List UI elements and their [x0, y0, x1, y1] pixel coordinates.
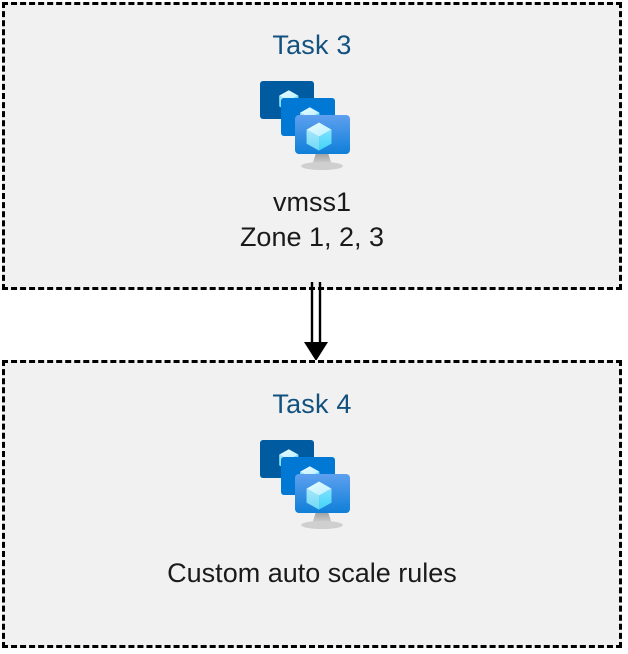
monitor-stand-icon [301, 153, 343, 170]
caption-line: Zone 1, 2, 3 [239, 221, 385, 252]
caption-line: Custom auto scale rules [167, 558, 457, 588]
node-caption: vmss1 Zone 1, 2, 3 [240, 185, 384, 254]
monitor-front-icon [295, 115, 350, 154]
monitor-stand-icon [301, 512, 343, 529]
task-title: Task 3 [272, 30, 352, 60]
connector-arrow-task3-to-task4 [304, 282, 328, 361]
vm-scale-set-icon [253, 75, 371, 175]
task-box-task-3[interactable]: Task 3 [2, 2, 622, 290]
monitor-front-icon [295, 474, 350, 513]
node-caption: Custom auto scale rules [167, 556, 457, 591]
caption-line: vmss1 [272, 187, 351, 217]
task-box-task-4[interactable]: Task 4 [2, 360, 622, 648]
task-title: Task 4 [272, 389, 352, 419]
vm-scale-set-icon [253, 434, 371, 534]
